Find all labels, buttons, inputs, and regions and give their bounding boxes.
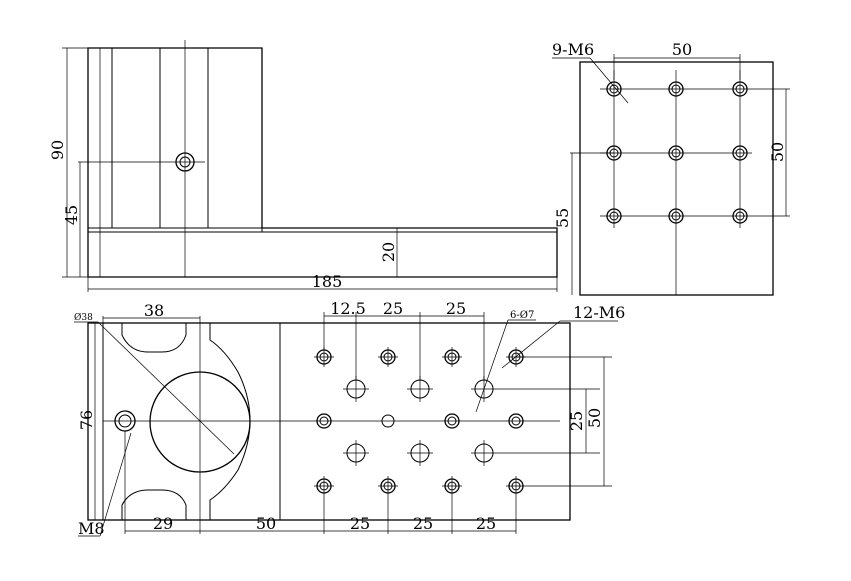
side-view: 90 45 20 185 — [48, 40, 558, 292]
dim-text-25-top-2: 25 — [446, 299, 466, 318]
dim-text-38: 38 — [144, 301, 164, 320]
end-view-hole — [732, 208, 748, 224]
dim-text-50-right: 50 — [585, 408, 604, 428]
dim-text-55: 55 — [553, 208, 572, 228]
leader-9-m6 — [589, 57, 629, 104]
top-view-profile — [121, 323, 187, 353]
leader-bore-diameter — [97, 321, 235, 455]
end-view-hole — [668, 145, 684, 161]
end-view-hole — [668, 81, 684, 97]
dim-text-25-top-1: 25 — [383, 299, 403, 318]
dim-text-12-5: 12.5 — [330, 299, 366, 318]
top-view-outline — [87, 322, 571, 521]
dim-text-25-right: 25 — [567, 411, 586, 431]
callout-6-d7: 6-Ø7 — [510, 310, 534, 321]
end-view-outline — [579, 61, 774, 296]
end-view-hole — [606, 145, 622, 161]
dim-text-bottom-25-a: 25 — [350, 514, 370, 533]
dim-text-50-end-h: 50 — [672, 40, 692, 59]
dim-text-bottom-29: 29 — [153, 514, 173, 533]
dim-text-bottom-50: 50 — [256, 514, 276, 533]
leader-6-d7 — [475, 319, 509, 413]
end-view-hole — [606, 81, 622, 97]
dim-text-76: 76 — [77, 410, 96, 430]
leader-m8 — [99, 432, 132, 537]
callout-9-m6: 9-M6 — [552, 40, 594, 59]
end-view-hole — [606, 208, 622, 224]
dim-text-bottom-25-c: 25 — [476, 514, 496, 533]
callout-12-m6: 12-M6 — [573, 303, 625, 322]
leader-12-m6 — [501, 320, 561, 369]
end-view: 9-M6 50 50 55 — [552, 40, 790, 296]
end-view-hole — [668, 208, 684, 224]
dim-text-45: 45 — [62, 205, 81, 225]
dim-text-20: 20 — [379, 242, 398, 262]
top-view: Ø38 38 12.5 25 25 6-Ø7 12-M6 76 25 50 M8 — [74, 299, 625, 538]
dim-text-50-end-v: 50 — [768, 142, 787, 162]
end-view-hole — [732, 145, 748, 161]
callout-m8: M8 — [78, 519, 105, 538]
top-view-bore — [149, 371, 251, 473]
end-view-hole — [732, 81, 748, 97]
dim-text-bottom-25-b: 25 — [413, 514, 433, 533]
dim-text-90: 90 — [48, 140, 67, 160]
dim-text-185: 185 — [312, 272, 343, 291]
side-view-outline — [87, 47, 558, 278]
dim-text-bore-diameter: Ø38 — [74, 312, 93, 323]
